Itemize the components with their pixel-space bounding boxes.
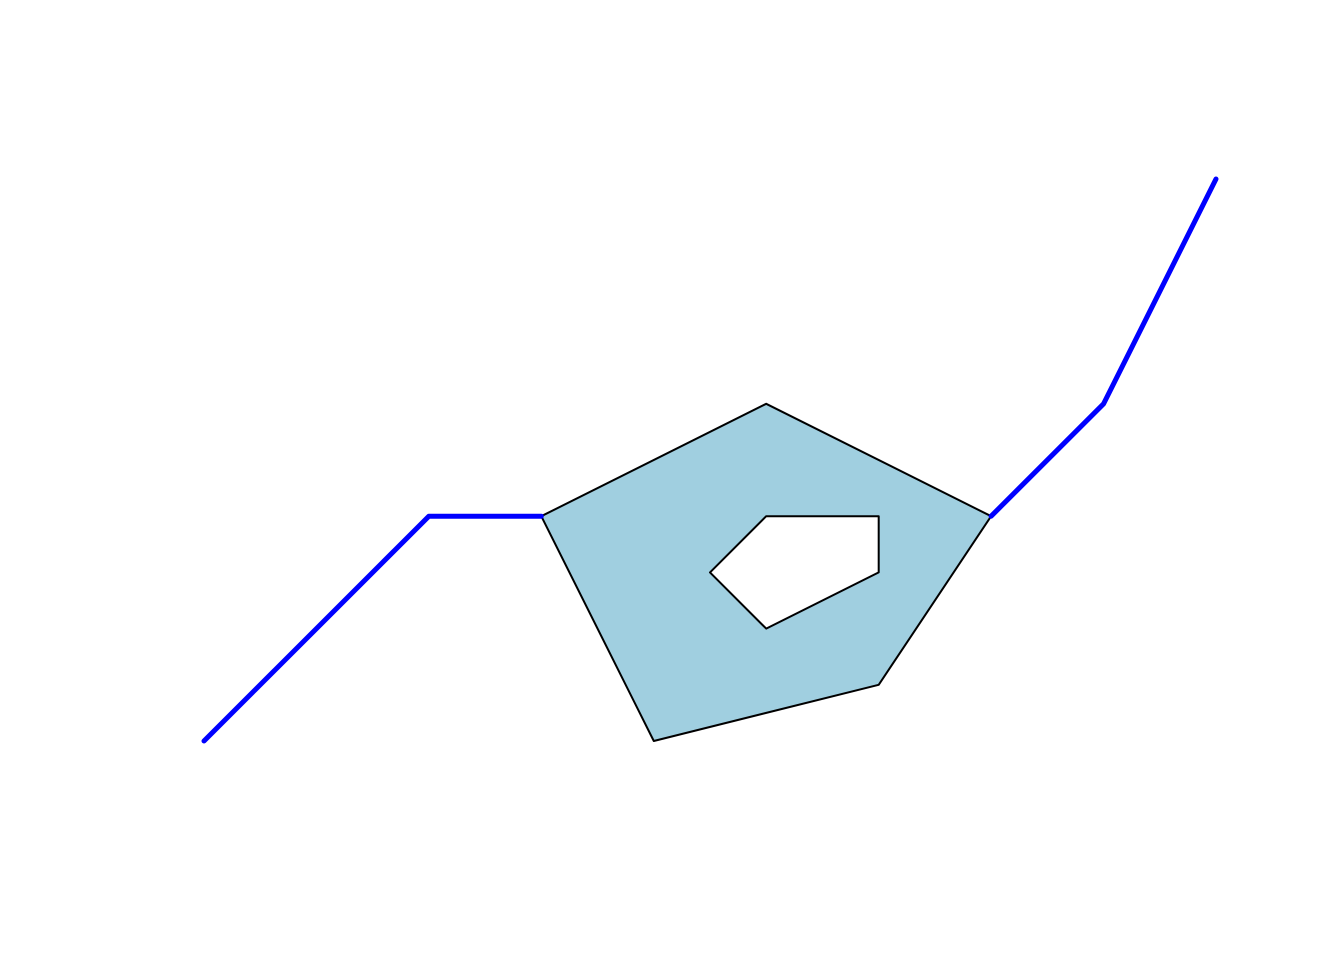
line-right: [988, 176, 1219, 519]
polygon-with-hole: [540, 402, 993, 742]
line-left: [201, 513, 544, 744]
